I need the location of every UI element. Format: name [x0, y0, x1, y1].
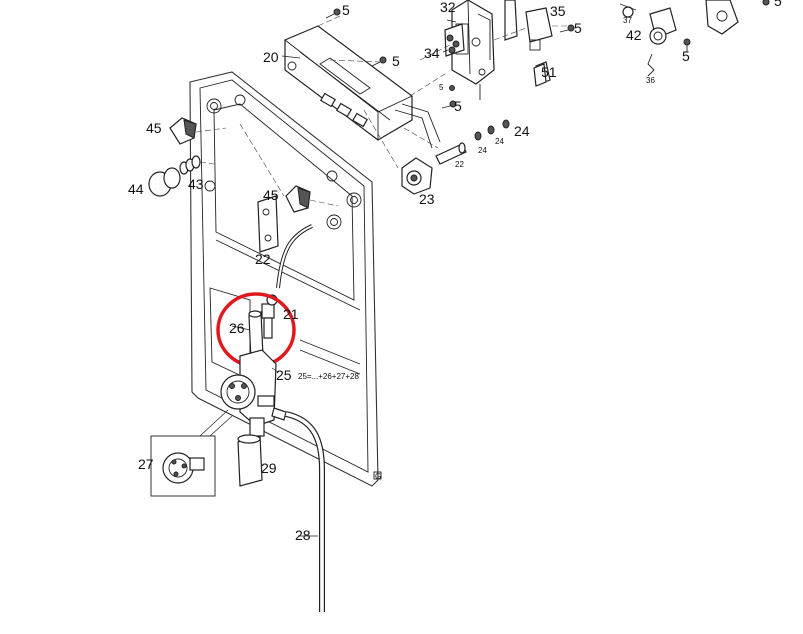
valve-body-25: [220, 349, 277, 437]
label-23: 23: [419, 191, 435, 207]
label-44: 44: [128, 181, 144, 197]
detail-box-27: [150, 409, 233, 497]
label-g-mark: G: [375, 472, 381, 481]
label-25: 25: [276, 367, 292, 383]
screw-6: [683, 38, 691, 52]
screw-3: [559, 24, 575, 33]
label-36: 36: [646, 76, 655, 85]
label-5: 5: [574, 20, 582, 36]
label-24: 24: [478, 146, 487, 155]
label-32: 32: [440, 0, 456, 15]
label-5: 5: [682, 48, 690, 64]
label-35: 35: [550, 3, 566, 19]
screw-1: [325, 8, 341, 19]
hose-28: [271, 407, 325, 612]
label-51: 51: [541, 64, 557, 80]
knob-45-center: [285, 185, 311, 213]
label-20: 20: [263, 49, 279, 65]
label-22: 22: [455, 160, 464, 169]
bracket-22: [257, 195, 279, 253]
label-29: 29: [261, 460, 277, 476]
right-cluster: [619, 0, 739, 77]
knob-45-left: [169, 117, 197, 145]
insert-29: [237, 434, 263, 487]
knob-44: [148, 167, 181, 197]
label-5: 5: [774, 0, 782, 9]
screw-5: [449, 85, 455, 91]
label-27: 27: [138, 456, 154, 472]
label-43: 43: [188, 176, 204, 192]
screw-2: [371, 56, 387, 67]
label-24: 24: [514, 123, 530, 139]
part-labels: 5 32 35 5 37 42 36 5 5 20 34 5 51 5 5 24…: [128, 0, 782, 543]
label-5: 5: [392, 53, 400, 69]
label-5: 5: [454, 98, 462, 114]
label-45: 45: [263, 187, 279, 203]
label-22: 22: [255, 251, 271, 267]
label-34: 34: [424, 45, 440, 61]
label-26: 26: [229, 320, 245, 336]
label-28: 28: [295, 527, 311, 543]
label-45: 45: [146, 120, 162, 136]
label-25-note: 25=...+26+27+28: [298, 372, 360, 381]
control-box: [284, 25, 441, 149]
label-42: 42: [626, 27, 642, 43]
label-37: 37: [623, 16, 632, 25]
assembly-lines: [195, 15, 570, 207]
label-5: 5: [342, 2, 350, 18]
back-plate: [189, 71, 382, 487]
connector-51: [533, 63, 547, 87]
leader-lines: [231, 19, 457, 537]
screw-7: [762, 0, 770, 6]
spring-43: [179, 155, 201, 175]
screw-4: [441, 100, 457, 109]
label-24: 24: [495, 137, 504, 146]
fitting-26: [248, 310, 264, 361]
screw-parts: [325, 0, 770, 109]
label-5: 5: [439, 83, 444, 92]
valve-23-group: [401, 119, 510, 195]
fitting-21: [261, 294, 278, 339]
label-21: 21: [283, 306, 299, 322]
